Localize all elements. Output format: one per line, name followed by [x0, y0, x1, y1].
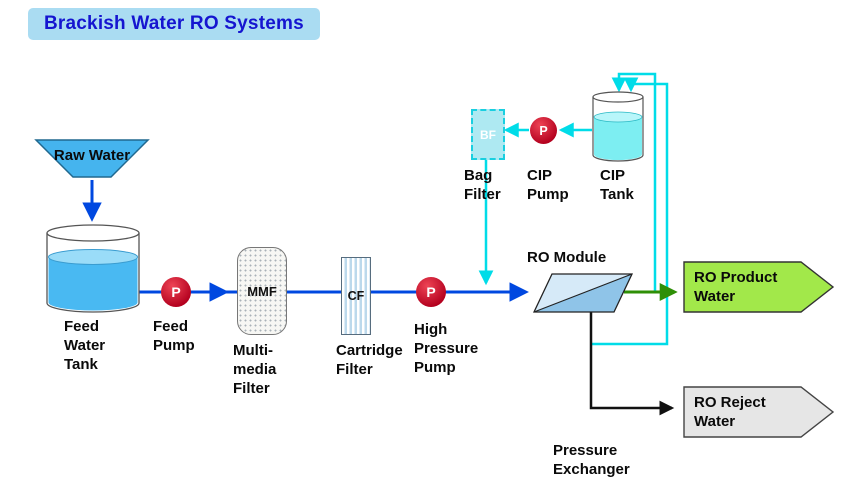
cip-pump: P — [530, 117, 557, 144]
cartridge-filter-label: Cartridge Filter — [336, 342, 403, 379]
cartridge-filter-symbol: CF — [347, 289, 365, 303]
feed-pump-label: Feed Pump — [153, 318, 195, 355]
feed-water-tank — [46, 224, 140, 313]
ro-module-label: RO Module — [527, 249, 607, 266]
reject-callout-shape — [683, 386, 835, 438]
raw-water-label: Raw Water — [53, 147, 131, 164]
cip-pump-label: CIP Pump — [527, 167, 569, 204]
product-callout-shape — [683, 261, 835, 313]
multimedia-filter-label: Multi- media Filter — [233, 342, 277, 398]
cip-pump-symbol: P — [539, 123, 548, 138]
cip-return-line-2 — [591, 77, 669, 346]
high-pressure-pump: P — [416, 277, 446, 307]
ro-module — [532, 273, 634, 313]
bag-filter-label: Bag Filter — [464, 167, 501, 204]
cip-tank-label: CIP Tank — [600, 167, 634, 204]
cip-tank — [592, 91, 644, 162]
product-callout-label: RO Product Water — [694, 269, 778, 306]
cartridge-filter: CF — [341, 257, 371, 335]
reject-callout-label: RO Reject Water — [694, 394, 766, 431]
feed-pump-symbol: P — [171, 284, 181, 300]
high-pressure-pump-symbol: P — [426, 284, 436, 300]
multimedia-filter-symbol: MMF — [247, 283, 277, 299]
high-pressure-pump-label: High Pressure Pump — [414, 321, 479, 377]
bag-filter: BF — [471, 109, 505, 160]
feed-pump: P — [161, 277, 191, 307]
feed-tank-label: Feed Water Tank — [64, 318, 106, 374]
cip-return-line-1 — [611, 72, 657, 292]
reject-line — [589, 312, 675, 416]
raw-water-funnel — [34, 139, 150, 178]
diagram-title: Brackish Water RO Systems — [28, 8, 320, 40]
pressure-exchanger-label: Pressure Exchanger — [553, 442, 630, 479]
multimedia-filter: MMF — [237, 247, 287, 335]
bag-filter-symbol: BF — [480, 127, 496, 142]
